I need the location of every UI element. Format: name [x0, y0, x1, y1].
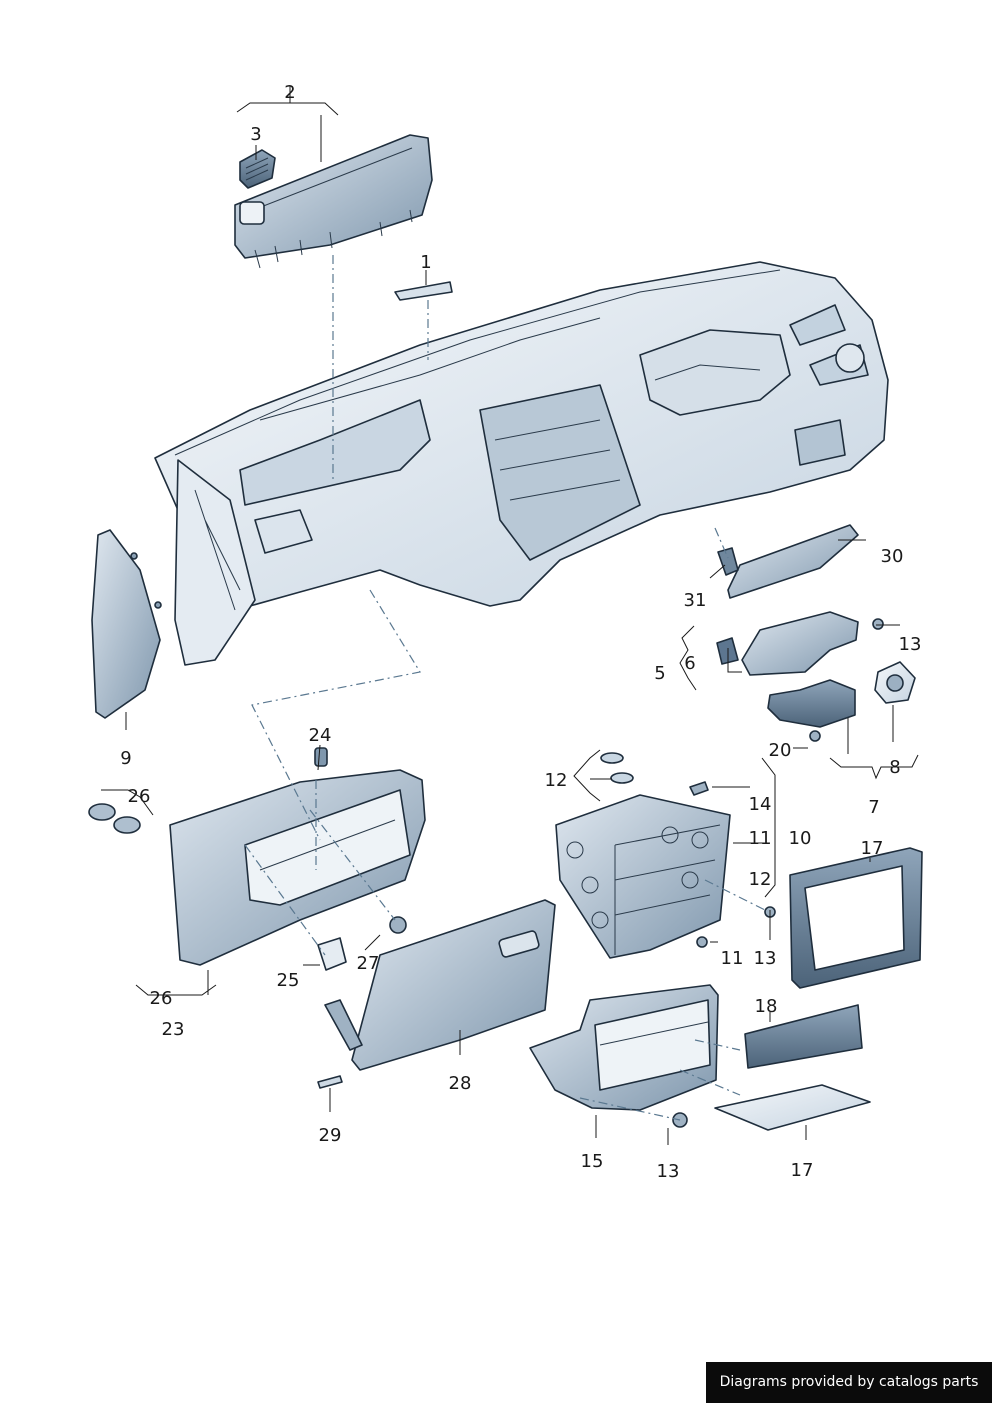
storage-compartment	[529, 984, 719, 1128]
callout-12-a: 12	[545, 770, 568, 791]
lower-trim-panel	[717, 524, 859, 599]
callout-28: 28	[449, 1073, 472, 1094]
glove-box-lid	[317, 899, 556, 1089]
dash-top-cover	[234, 134, 433, 269]
callout-31: 31	[684, 590, 707, 611]
callout-24: 24	[309, 725, 332, 746]
callout-8: 8	[889, 757, 900, 778]
callout-13-c: 13	[657, 1161, 680, 1182]
callout-2: 2	[284, 82, 295, 103]
air-vent	[239, 149, 276, 189]
callout-labels: 2 3 1 30 31 13 6 5 9 20 8 7 12 14 11 10 …	[120, 82, 921, 1182]
callout-20: 17	[861, 838, 884, 859]
storage-cover	[744, 1004, 863, 1069]
steering-shroud-lower	[767, 679, 856, 728]
callout-13-a: 13	[899, 634, 922, 655]
callout-6: 6	[684, 653, 695, 674]
callout-10: 10	[789, 828, 812, 849]
callout-12-b: 12	[749, 869, 772, 890]
callout-26-b: 26	[150, 988, 173, 1009]
steering-shroud-upper	[716, 611, 859, 676]
credit-banner: Diagrams provided by catalogs parts	[706, 1362, 992, 1403]
assembly-lines	[244, 255, 766, 1121]
side-end-trim	[91, 529, 162, 719]
callout-5: 5	[654, 663, 665, 684]
trim-frame	[789, 847, 923, 989]
callout-11-a: 11	[749, 828, 772, 849]
callout-30: 30	[881, 546, 904, 567]
callout-11-b: 11	[721, 948, 744, 969]
callout-27: 27	[357, 953, 380, 974]
radio-mounting-frame	[555, 752, 776, 959]
callout-18: 18	[755, 996, 778, 1017]
dashboard-panel	[154, 261, 889, 666]
callout-25: 25	[277, 970, 300, 991]
glove-box-housing	[169, 769, 426, 966]
leader-lines	[101, 86, 919, 1145]
callout-15: 15	[581, 1151, 604, 1172]
callout-9: 9	[120, 748, 131, 769]
callout-3: 3	[250, 124, 261, 145]
callout-17: 17	[791, 1160, 814, 1181]
screws-upper-right	[809, 618, 884, 742]
callout-14: 14	[749, 794, 772, 815]
callout-7: 7	[868, 797, 879, 818]
callout-23: 23	[162, 1019, 185, 1040]
callout-26-a: 26	[128, 786, 151, 807]
glove-box-small-parts	[88, 747, 407, 971]
ignition-trim	[874, 661, 916, 704]
callout-21: 20	[769, 740, 792, 761]
storage-mat	[714, 1084, 871, 1131]
callout-29: 29	[319, 1125, 342, 1146]
callout-13-b: 13	[754, 948, 777, 969]
callout-1: 1	[420, 252, 431, 273]
